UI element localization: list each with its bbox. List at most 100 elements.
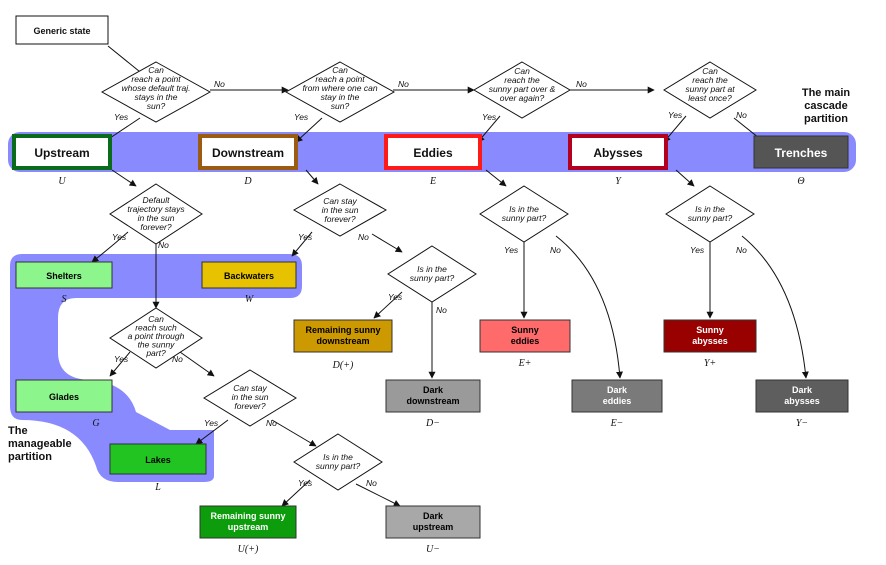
glades-text: Glades xyxy=(49,392,79,402)
symbol-Yminus: Y− xyxy=(796,418,808,429)
text-line: reach the xyxy=(504,75,540,85)
text-line: Remaining sunny xyxy=(305,325,380,335)
lakes-text: Lakes xyxy=(145,455,171,465)
label-no: No xyxy=(158,240,169,250)
text-line: Dark xyxy=(607,385,628,395)
text-line: part? xyxy=(145,348,166,358)
text-line: in the sun xyxy=(138,213,175,223)
symbol-Y: Y xyxy=(615,176,622,187)
leaf-lakes: Lakes xyxy=(109,443,207,475)
label-no: No xyxy=(266,418,277,428)
text-line: sunny part? xyxy=(502,213,547,223)
manageable-partition-band xyxy=(10,254,302,482)
text-line: partition xyxy=(8,451,52,463)
text-line: stays in the xyxy=(135,92,178,102)
text-line: Is in the xyxy=(323,452,353,462)
text-line: Dark xyxy=(423,511,444,521)
text-line: Default xyxy=(143,195,171,205)
text-line: in the sun xyxy=(322,205,359,215)
label-yes: Yes xyxy=(690,245,705,255)
symbol-Yplus: Y+ xyxy=(704,358,716,369)
cascade-boxes: Upstream Downstream Eddies Abysses Trenc… xyxy=(12,134,849,170)
text-line: downstream xyxy=(316,336,369,346)
text-line: Is in the xyxy=(695,204,725,214)
symbol-U: U xyxy=(58,176,66,187)
symbol-Eplus: E+ xyxy=(518,358,532,369)
text-line: reach a point xyxy=(315,74,365,84)
box-trenches: Trenches xyxy=(753,135,849,169)
leaf-glades: Glades xyxy=(15,379,113,413)
text-line: downstream xyxy=(406,396,459,406)
text-line: Is in the xyxy=(417,264,447,274)
downstream-label: Downstream xyxy=(212,146,284,160)
symbol-Dplus: D(+) xyxy=(332,360,354,371)
backwaters-text: Backwaters xyxy=(224,271,274,281)
label-no: No xyxy=(436,305,447,315)
text-line: Sunny xyxy=(696,325,724,335)
label-yes: Yes xyxy=(504,245,519,255)
label-yes: Yes xyxy=(294,112,309,122)
start-node: Generic state xyxy=(15,15,109,45)
symbols: U D E Y Θ S W G L D(+) D− E+ E− Y+ Y− U(… xyxy=(58,176,808,555)
label-no: No xyxy=(172,354,183,364)
text-line: Can stay xyxy=(323,196,357,206)
symbol-W: W xyxy=(245,294,255,305)
leaf-boxes: Shelters Backwaters Glades Lakes Remaini… xyxy=(15,261,849,539)
text-line: Can xyxy=(332,65,348,75)
text-line: Remaining sunny xyxy=(210,511,285,521)
text-line: eddies xyxy=(603,396,632,406)
text-line: Is in the xyxy=(509,204,539,214)
text-line: sunny part? xyxy=(316,461,361,471)
symbol-Uplus: U(+) xyxy=(238,544,259,555)
text-line: Dark xyxy=(423,385,444,395)
text-line: forever? xyxy=(234,401,265,411)
text-line: Lakes xyxy=(145,455,171,465)
text-line: upstream xyxy=(413,522,454,532)
abysses-label: Abysses xyxy=(593,146,643,160)
text-line: Can xyxy=(702,66,718,76)
edges xyxy=(91,45,809,507)
text-line: least once? xyxy=(688,93,732,103)
text-line: The xyxy=(8,425,28,437)
label-yes: Yes xyxy=(388,292,403,302)
text-line: over again? xyxy=(500,93,545,103)
label-yes: Yes xyxy=(668,110,683,120)
text-line: sun? xyxy=(331,101,350,111)
label-no: No xyxy=(736,245,747,255)
text-line: reach a point xyxy=(131,74,181,84)
text-line: in the sun xyxy=(232,392,269,402)
label-no: No xyxy=(576,79,587,89)
shelters-text: Shelters xyxy=(46,271,82,281)
text-line: Glades xyxy=(49,392,79,402)
text-line: Sunny xyxy=(511,325,539,335)
symbol-Dminus: D− xyxy=(425,418,440,429)
label-no: No xyxy=(358,232,369,242)
symbol-G: G xyxy=(92,418,99,429)
text-line: reach such xyxy=(135,323,177,333)
text-line: a point through xyxy=(128,331,185,341)
box-upstream: Upstream xyxy=(12,134,112,170)
